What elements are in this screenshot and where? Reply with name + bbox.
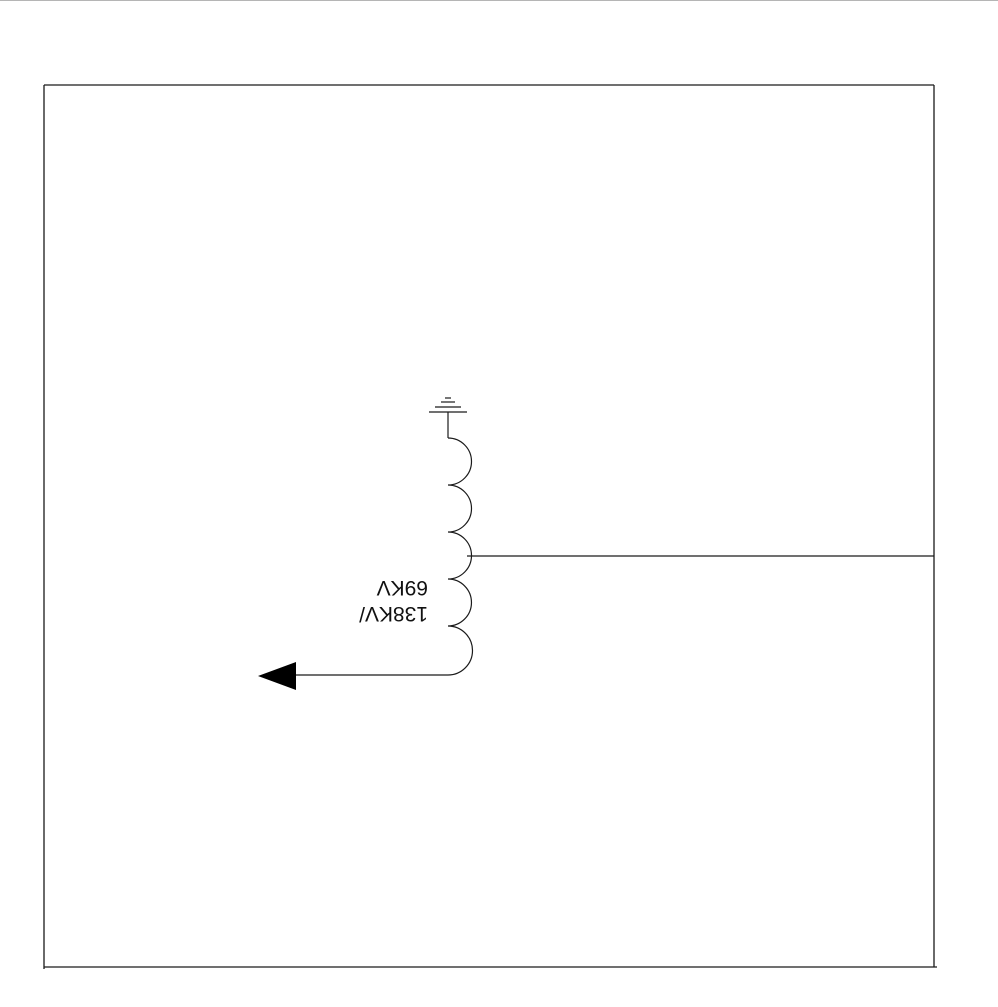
voltage-label-line-1: 138KV/ xyxy=(359,602,428,625)
ground-icon xyxy=(429,397,467,438)
top-rule xyxy=(0,0,998,1)
voltage-label-line-2: 69KV xyxy=(377,576,428,599)
arrow-left-icon xyxy=(258,662,296,690)
drawing-frame xyxy=(43,84,937,969)
voltage-label: 138KV/ 69KV xyxy=(359,576,428,625)
